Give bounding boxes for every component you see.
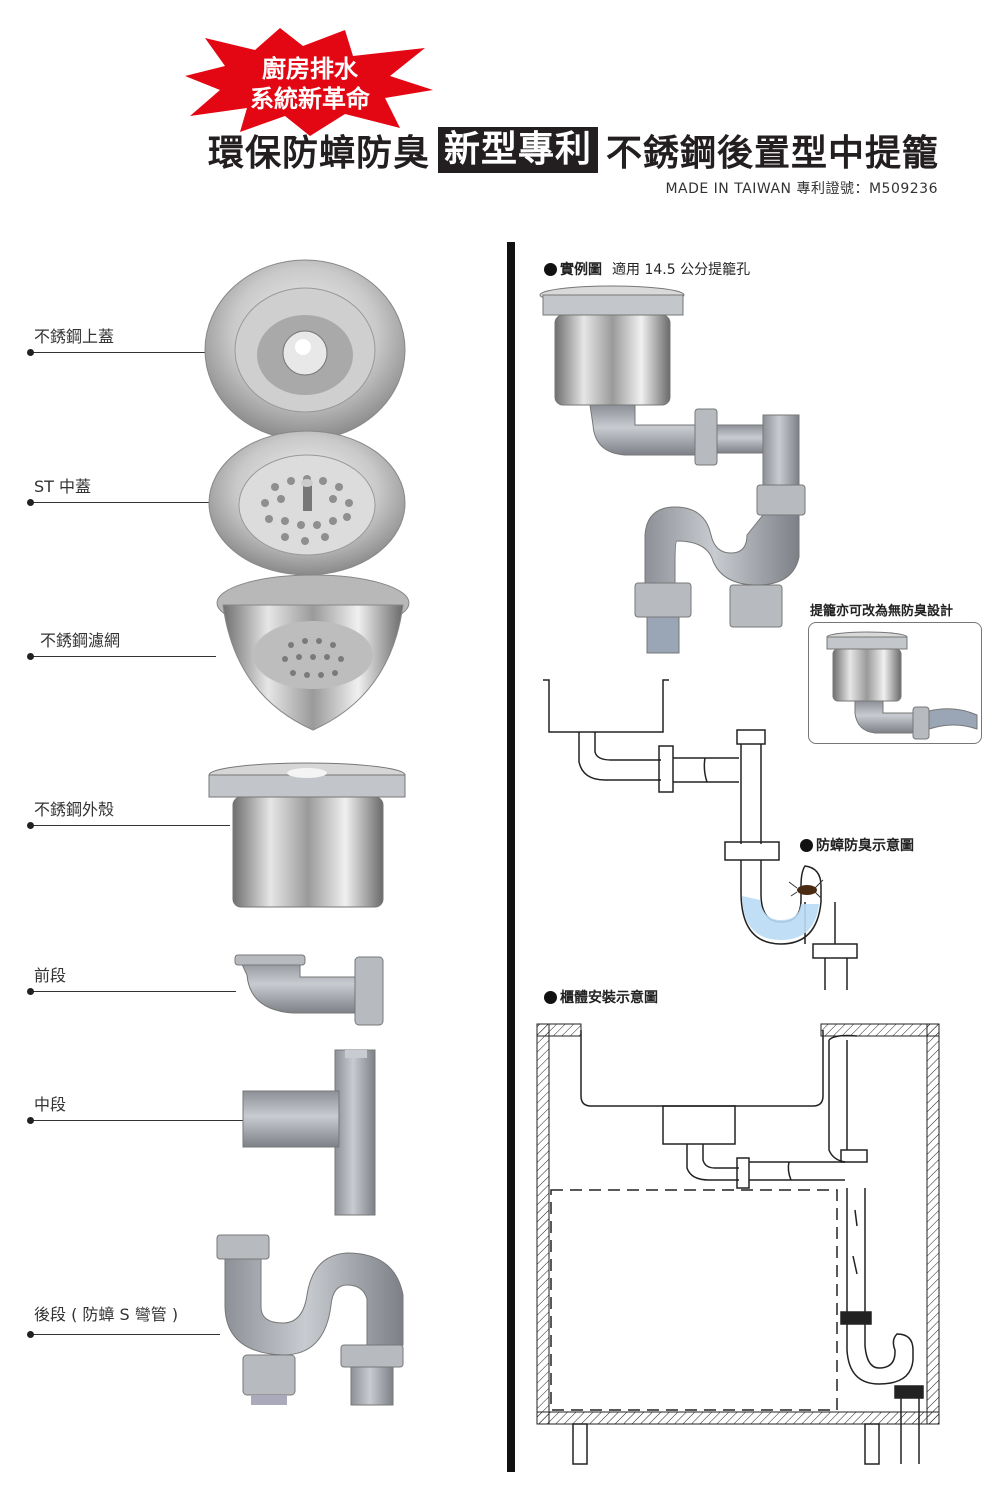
title-prefix: 環保防蟑防臭 (208, 133, 431, 174)
example-title: 實例圖 (560, 262, 602, 278)
leader-dot (27, 499, 34, 506)
alt-design-box (808, 622, 982, 744)
part-label-top-cover: 不銹鋼上蓋 (34, 327, 115, 346)
strainer-icon (216, 574, 410, 731)
cockroach-icon (788, 879, 824, 899)
leader-line (30, 352, 208, 353)
parts-illustration (204, 259, 410, 1406)
leader-line (30, 825, 230, 826)
burst-line-1: 廚房排水 (262, 55, 358, 83)
leader-dot (27, 1331, 34, 1338)
top-cover-icon (204, 259, 406, 441)
leader-line (30, 1120, 244, 1121)
origin-patent-line: MADE IN TAIWAN 專利證號：M509236 (665, 181, 938, 197)
example-note: 適用 14.5 公分提籠孔 (612, 262, 751, 278)
leader-dot (27, 653, 34, 660)
leader-line (30, 656, 216, 657)
leader-line (30, 991, 236, 992)
leader-dot (27, 822, 34, 829)
part-label-rear-section: 後段 ( 防蟑 S 彎管 ) (34, 1305, 179, 1324)
starburst-icon (185, 28, 433, 136)
leader-line (30, 1334, 220, 1335)
leader-dot (27, 1117, 34, 1124)
antiroach-heading: 防蟑防臭示意圖 (800, 835, 914, 855)
title-suffix: 不銹鋼後置型中提籠 (606, 133, 940, 174)
st-cover-icon (208, 430, 406, 576)
alt-design-caption: 提籠亦可改為無防臭設計 (810, 604, 954, 619)
example-heading: 實例圖 適用 14.5 公分提籠孔 (544, 259, 750, 279)
leader-dot (27, 349, 34, 356)
bullet-icon (544, 262, 557, 276)
s-trap-icon (216, 1234, 404, 1406)
bullet-icon (544, 990, 557, 1004)
outer-shell-icon (208, 762, 406, 908)
bullet-icon (800, 838, 813, 852)
cabinet-title: 櫃體安裝示意圖 (560, 990, 658, 1006)
antiroach-title: 防蟑防臭示意圖 (816, 838, 914, 854)
part-label-st-cover: ST 中蓋 (34, 477, 92, 496)
burst-line-2: 系統新革命 (250, 85, 370, 113)
leader-dot (27, 988, 34, 995)
part-label-middle-section: 中段 (34, 1095, 67, 1114)
front-section-icon (234, 954, 384, 1026)
promo-burst: 廚房排水 系統新革命 (185, 28, 435, 136)
part-label-front-section: 前段 (34, 966, 67, 985)
part-label-strainer: 不銹鋼濾網 (40, 631, 121, 650)
part-label-shell: 不銹鋼外殼 (34, 800, 115, 819)
middle-section-icon (242, 1049, 376, 1216)
example-assembly-illustration (539, 285, 806, 654)
page-title: 環保防蟑防臭 新型專利 不銹鋼後置型中提籠 (208, 126, 939, 174)
no-odor-design-illustration (826, 631, 978, 740)
cabinet-heading: 櫃體安裝示意圖 (544, 987, 658, 1007)
leader-line (30, 502, 212, 503)
title-highlight: 新型專利 (438, 127, 599, 173)
column-divider (507, 242, 515, 1472)
antiroach-diagram (543, 679, 858, 990)
cabinet-installation-diagram (536, 1023, 940, 1465)
